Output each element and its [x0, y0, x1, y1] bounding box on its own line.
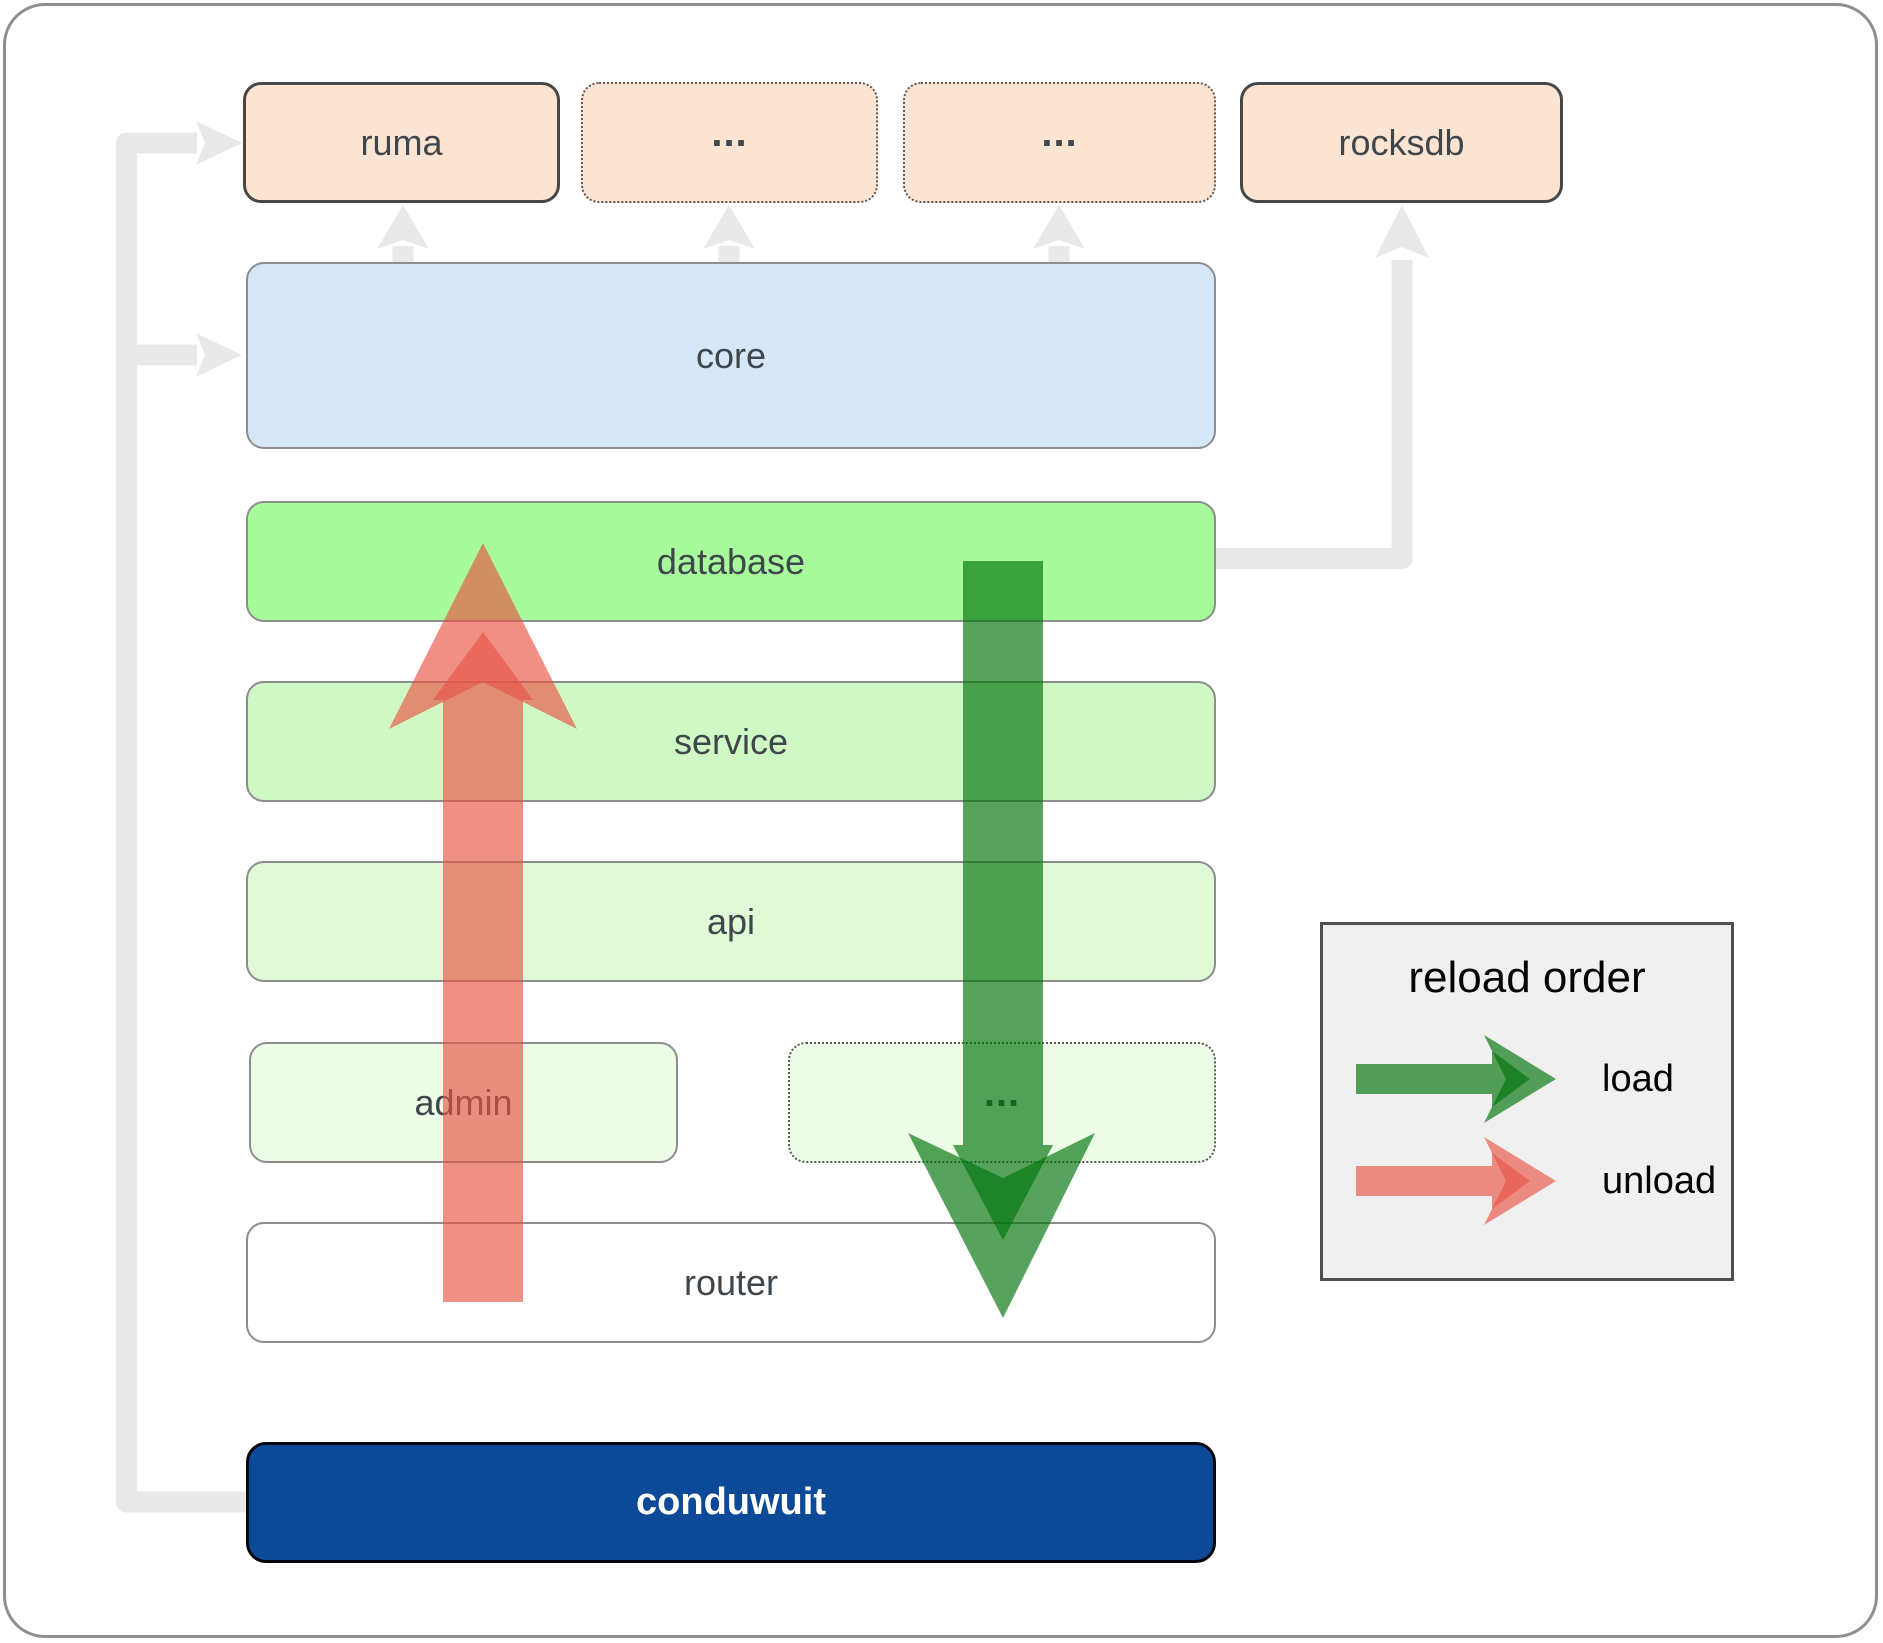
arrowhead-up-icon [1033, 205, 1085, 249]
box-rocksdb-label: rocksdb [1338, 121, 1465, 163]
canvas-border [3, 3, 1878, 1638]
legend-unload-label: unload [1602, 1159, 1717, 1202]
box-conduwuit-label: conduwuit [636, 1481, 826, 1523]
arrowhead-into-ruma-icon [196, 121, 242, 165]
box-core-label: core [695, 334, 767, 376]
box-database: database [246, 501, 1216, 622]
box-api-label: api [706, 900, 756, 942]
box-ellipsis-2: ... [903, 82, 1216, 203]
box-service: service [246, 681, 1216, 802]
legend-row-unload: unload [1356, 1135, 1716, 1227]
box-ruma-label: ruma [360, 121, 443, 163]
box-core: core [246, 262, 1216, 449]
connector-conduwuit-to-ruma [116, 132, 246, 1513]
arrow-core-to-ellipsis1 [703, 205, 755, 264]
arrow-core-to-ellipsis2 [1033, 205, 1085, 264]
box-api: api [246, 861, 1216, 982]
box-admin-ellipsis: ... [788, 1042, 1216, 1163]
unload-arrow-icon [1356, 1137, 1556, 1225]
arrowhead-up-icon [377, 205, 429, 249]
legend-title: reload order [1408, 953, 1646, 1002]
box-ruma: ruma [243, 82, 560, 203]
arrowhead-up-icon [703, 205, 755, 249]
box-ellipsis-1-label: ... [711, 111, 748, 155]
legend: reload order load unload [1320, 922, 1734, 1281]
arrowhead-into-rocksdb-icon [1375, 205, 1429, 258]
arrow-core-to-ruma [377, 205, 429, 264]
box-admin-ellipsis-label: ... [983, 1071, 1021, 1115]
load-arrow-icon [1356, 1035, 1556, 1123]
box-ellipsis-2-label: ... [1041, 111, 1078, 155]
box-service-label: service [673, 720, 789, 762]
connector-database-to-rocksdb [1215, 260, 1413, 569]
box-router-label: router [683, 1261, 779, 1303]
box-router: router [246, 1222, 1216, 1343]
arrowhead-into-core-icon [196, 333, 242, 377]
box-conduwuit: conduwuit [246, 1442, 1216, 1563]
legend-row-load: load [1356, 1033, 1674, 1125]
box-admin: admin [249, 1042, 678, 1163]
box-database-label: database [656, 540, 806, 582]
box-ellipsis-1: ... [581, 82, 878, 203]
box-admin-label: admin [414, 1081, 513, 1123]
legend-load-label: load [1602, 1057, 1674, 1100]
box-rocksdb: rocksdb [1240, 82, 1563, 203]
